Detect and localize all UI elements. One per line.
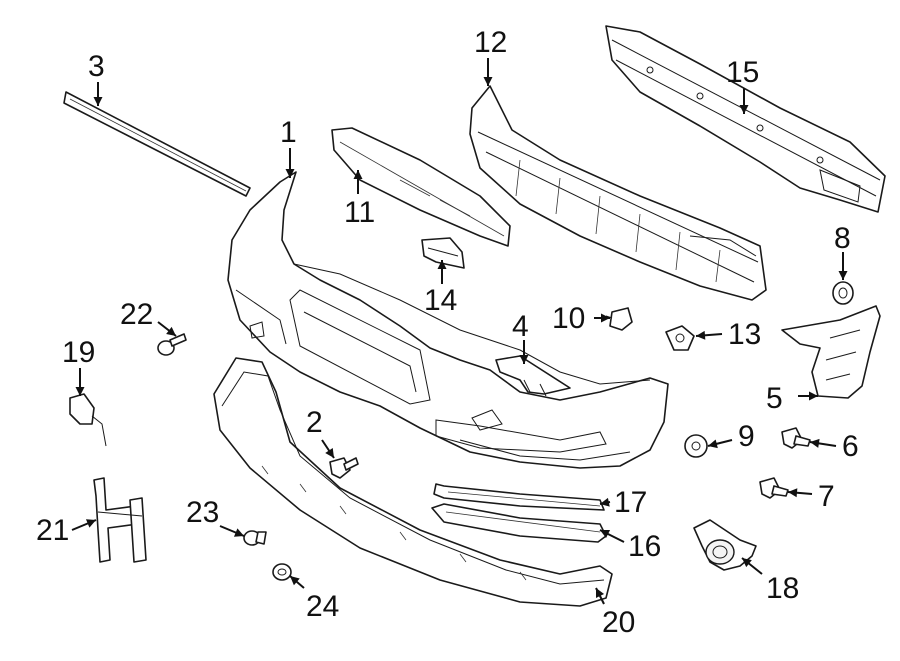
callout-7: 7 — [818, 480, 835, 513]
callout-13: 13 — [728, 318, 761, 351]
part-mounting-bracket[interactable] — [495, 355, 571, 397]
arrowhead-8 — [838, 271, 848, 280]
callout-21: 21 — [36, 514, 69, 547]
arrowhead-21 — [85, 519, 96, 528]
callout-labels: 3 12 15 1 11 8 14 22 4 10 13 19 5 2 9 6 … — [36, 26, 859, 639]
part-side-support-bracket[interactable] — [781, 305, 881, 399]
part-screw-22[interactable] — [157, 333, 187, 356]
callout-1: 1 — [280, 116, 297, 149]
part-bolt-6[interactable] — [781, 427, 811, 449]
callout-5: 5 — [766, 382, 783, 415]
part-bumper-cover[interactable] — [227, 171, 669, 469]
arrowhead-5 — [809, 391, 818, 401]
arrowhead-15 — [739, 105, 749, 114]
part-bolt-7[interactable] — [759, 477, 789, 499]
arrowhead-17 — [600, 497, 610, 507]
callout-11: 11 — [344, 196, 375, 229]
callout-14: 14 — [424, 284, 457, 317]
arrowhead-16 — [600, 530, 611, 539]
callout-10: 10 — [552, 302, 585, 335]
arrowhead-3 — [93, 97, 103, 106]
callout-24: 24 — [306, 590, 339, 623]
callout-6: 6 — [842, 430, 859, 463]
part-impact-absorber[interactable] — [469, 85, 767, 301]
callout-18: 18 — [766, 572, 799, 605]
arrowhead-10 — [601, 313, 610, 323]
arrowhead-11 — [353, 170, 363, 179]
callout-9: 9 — [738, 420, 755, 453]
part-grille-lower[interactable] — [431, 503, 607, 543]
arrowhead-18 — [742, 558, 752, 568]
arrowhead-22 — [166, 326, 176, 336]
callout-22: 22 — [120, 298, 153, 331]
callout-17: 17 — [614, 486, 647, 519]
part-retainer-clip[interactable] — [665, 325, 695, 351]
part-washer-9[interactable] — [684, 434, 708, 458]
arrowhead-12 — [483, 77, 493, 86]
part-reinforcement-beam[interactable] — [605, 25, 886, 213]
arrowhead-7 — [788, 488, 798, 498]
callout-23: 23 — [186, 496, 219, 529]
arrowhead-24 — [290, 576, 300, 586]
arrowhead-1 — [285, 169, 295, 178]
arrowhead-23 — [233, 528, 244, 537]
callout-16: 16 — [628, 530, 661, 563]
part-energy-absorber[interactable] — [331, 127, 511, 247]
part-tow-hook-cover[interactable] — [69, 393, 107, 447]
part-upper-molding-strip[interactable] — [63, 91, 251, 197]
arrowhead-4 — [519, 355, 529, 364]
arrowhead-19 — [75, 387, 85, 396]
callout-15: 15 — [726, 56, 759, 89]
arrowhead-9 — [708, 439, 718, 449]
arrowhead-6 — [810, 438, 820, 448]
arrowhead-2 — [325, 448, 334, 458]
part-screw-23[interactable] — [243, 530, 267, 546]
part-license-bracket[interactable] — [93, 477, 147, 563]
callout-20: 20 — [602, 606, 635, 639]
callout-4: 4 — [512, 310, 529, 343]
part-washer-8[interactable] — [832, 281, 854, 305]
arrowhead-14 — [437, 260, 447, 269]
part-bolt-2[interactable] — [329, 457, 359, 479]
callout-2: 2 — [306, 406, 323, 439]
part-bracket[interactable] — [421, 237, 465, 269]
part-lower-spoiler[interactable] — [213, 357, 613, 607]
part-clip-24[interactable] — [272, 563, 292, 581]
arrowhead-13 — [696, 330, 706, 340]
leader-lines — [71, 58, 848, 605]
arrowhead-20 — [596, 588, 605, 599]
callout-3: 3 — [88, 50, 105, 83]
callout-19: 19 — [62, 336, 95, 369]
part-grille-trim[interactable] — [433, 483, 605, 511]
callout-12: 12 — [474, 26, 507, 59]
callout-8: 8 — [834, 222, 851, 255]
